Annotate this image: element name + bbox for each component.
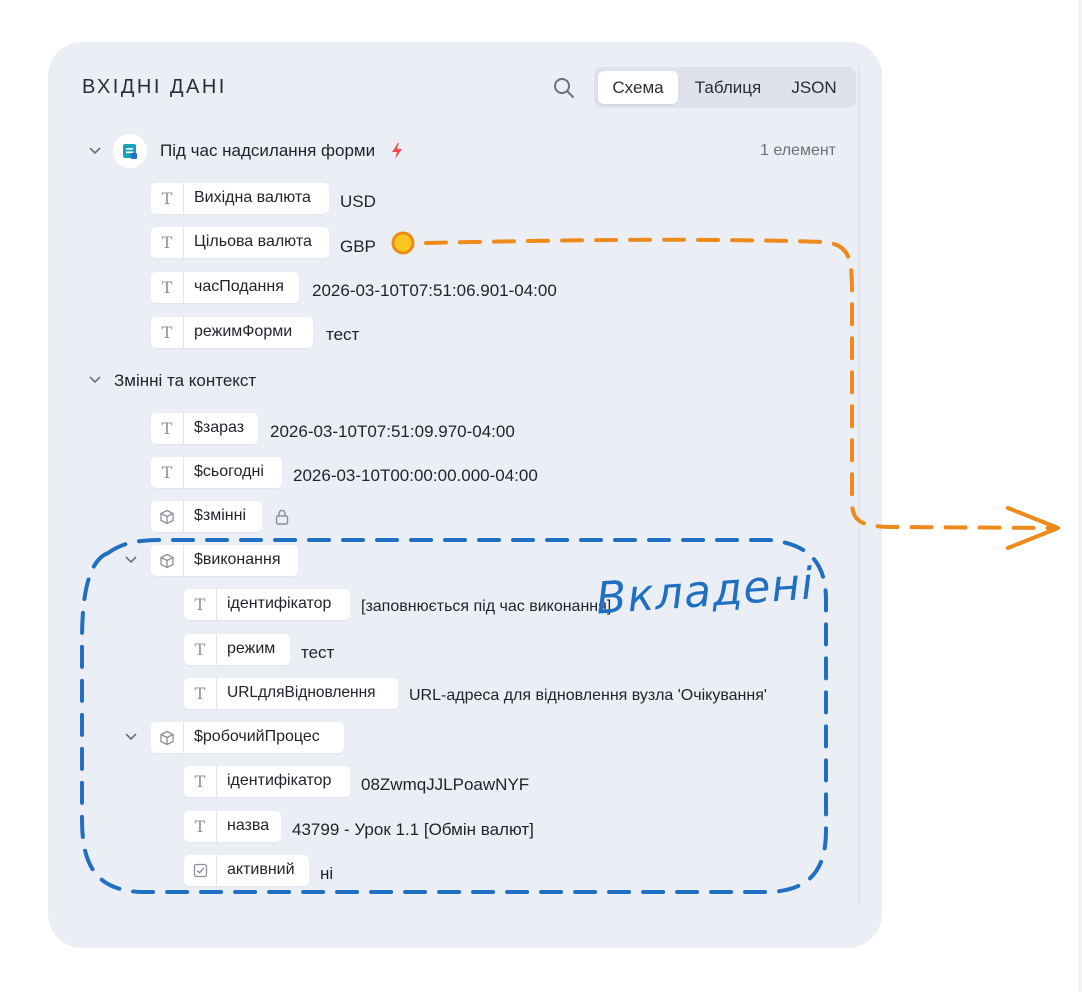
checkbox-icon: [193, 863, 207, 878]
text-type-icon: T: [161, 189, 173, 208]
object-pill[interactable]: $виконання: [151, 545, 298, 576]
text-type-icon: T: [161, 419, 173, 438]
cube-icon: [160, 730, 174, 745]
panel-scrollbar[interactable]: [858, 66, 860, 904]
context-section-title: Змінні та контекст: [114, 371, 257, 390]
tab-table[interactable]: Таблиця: [694, 78, 762, 97]
field-value: URL-адреса для відновлення вузла 'Очікув…: [409, 687, 767, 704]
panel-title: ВХІДНІ ДАНІ: [82, 76, 227, 98]
field-value: 43799 - Урок 1.1 [Обмін валют]: [292, 820, 534, 839]
field-name: ідентифікатор: [227, 772, 332, 789]
field-name: $змінні: [194, 507, 247, 524]
field-value: USD: [340, 192, 376, 211]
field-value: тест: [326, 325, 360, 344]
field-pill[interactable]: T режимФорми: [151, 317, 313, 348]
field-pill[interactable]: T URLдляВідновлення: [184, 678, 398, 709]
field-value: 2026-03-10T00:00:00.000-04:00: [293, 466, 538, 485]
field-name: Вихідна валюта: [194, 189, 311, 206]
object-name: $виконання: [194, 551, 281, 568]
field-name: Цільова валюта: [194, 233, 312, 250]
text-type-icon: T: [161, 463, 173, 482]
field-pill[interactable]: T назва: [184, 811, 281, 842]
arrow-head: [1006, 506, 1060, 550]
field-pill[interactable]: T Цільова валюта: [151, 227, 329, 258]
field-name: активний: [227, 861, 295, 878]
field-pill[interactable]: T Вихідна валюта: [151, 183, 329, 214]
item-count: 1 елемент: [760, 142, 837, 159]
text-type-icon: T: [194, 684, 206, 703]
field-pill[interactable]: T ідентифікатор: [184, 766, 350, 797]
lock-icon: [275, 509, 289, 525]
search-icon[interactable]: [552, 76, 576, 100]
text-type-icon: T: [194, 640, 206, 659]
dashed-arrow-line: [424, 237, 1052, 530]
field-name: $сьогодні: [194, 463, 264, 480]
field-pill[interactable]: T $сьогодні: [151, 457, 282, 488]
field-value: тест: [301, 643, 335, 662]
field-name: часПодання: [194, 278, 284, 295]
text-type-icon: T: [194, 817, 206, 836]
text-type-icon: T: [161, 233, 173, 252]
chevron-down-icon[interactable]: [88, 146, 102, 156]
text-type-icon: T: [161, 278, 173, 297]
field-pill[interactable]: T режим: [184, 634, 290, 665]
field-value: 08ZwmqJJLPoawNYF: [361, 775, 530, 794]
tab-json[interactable]: JSON: [791, 78, 837, 97]
field-name: назва: [227, 817, 270, 834]
trigger-name: Під час надсилання форми: [160, 141, 376, 160]
tab-schema[interactable]: Схема: [598, 71, 678, 104]
field-pill[interactable]: T часПодання: [151, 272, 299, 303]
form-trigger-icon: [113, 134, 147, 168]
highlight-dot: [391, 231, 415, 255]
field-value: 2026-03-10T07:51:06.901-04:00: [312, 281, 557, 300]
field-pill[interactable]: активний: [184, 855, 309, 886]
field-name: $зараз: [194, 419, 245, 436]
text-type-icon: T: [161, 323, 173, 342]
object-pill[interactable]: $робочийПроцес: [151, 722, 344, 753]
field-value: 2026-03-10T07:51:09.970-04:00: [270, 422, 515, 441]
lightning-icon: [392, 143, 402, 159]
page-edge: [1078, 0, 1082, 992]
chevron-down-icon[interactable]: [88, 375, 102, 385]
field-name: URLдляВідновлення: [227, 684, 376, 701]
text-type-icon: T: [194, 595, 206, 614]
field-value: ні: [320, 864, 334, 883]
cube-icon: [160, 553, 174, 568]
field-value: [заповнюється під час виконання]: [361, 598, 612, 615]
field-name: режим: [227, 640, 276, 657]
cube-icon: [160, 509, 174, 524]
field-pill[interactable]: T $зараз: [151, 413, 258, 444]
chevron-down-icon[interactable]: [124, 732, 138, 742]
field-pill[interactable]: $змінні: [151, 501, 262, 532]
field-name: ідентифікатор: [227, 595, 332, 612]
nested-region-outline: [80, 538, 828, 894]
field-pill[interactable]: T ідентифікатор: [184, 589, 350, 620]
field-name: режимФорми: [194, 323, 293, 340]
object-name: $робочийПроцес: [194, 728, 320, 745]
field-value: GBP: [340, 237, 376, 256]
text-type-icon: T: [194, 772, 206, 791]
chevron-down-icon[interactable]: [124, 555, 138, 565]
view-tabs: Схема Таблиця JSON: [594, 67, 856, 108]
